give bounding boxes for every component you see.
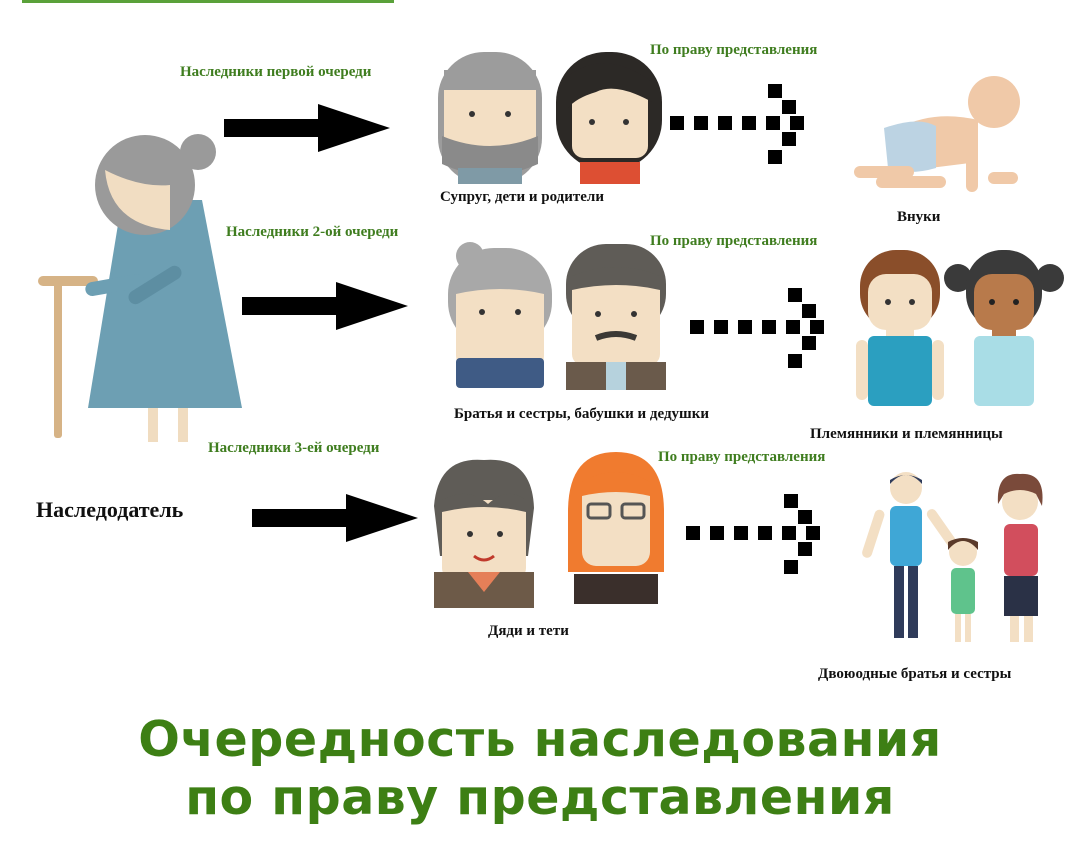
- row2-arrow-icon: [242, 282, 408, 330]
- row1-arrow-icon: [224, 104, 390, 152]
- row1-representation-label: По праву представления: [650, 42, 818, 58]
- row2-successors-label: Племянники и племянницы: [810, 426, 1003, 442]
- page-title-line2: по праву представления: [185, 769, 895, 826]
- nephew-icon: [856, 250, 944, 406]
- niece-icon: [944, 250, 1064, 406]
- row3-successors-label: Двоюодные братья и сестры: [818, 666, 1012, 682]
- mother-head-icon: [556, 52, 662, 184]
- crawling-baby-icon: [854, 76, 1020, 192]
- page-title-line1: Очередность наследования: [138, 711, 942, 768]
- testator-illustration: [38, 134, 242, 442]
- row1-successors-label: Внуки: [897, 209, 941, 225]
- row1-dotted-arrow-icon: [670, 84, 804, 164]
- uncle-head-icon: [434, 459, 534, 608]
- row2-representation-label: По праву представления: [650, 233, 818, 249]
- row3-dotted-arrow-icon: [686, 494, 820, 574]
- brother-head-icon: [566, 244, 666, 390]
- grandfather-head-icon: [438, 52, 542, 184]
- grandmother-head-icon: [448, 242, 552, 388]
- row1-heirs-label: Супруг, дети и родители: [440, 189, 604, 205]
- row3-arrow-icon: [252, 494, 418, 542]
- row3-queue-label: Наследники 3-ей очереди: [208, 440, 380, 456]
- row3-heirs-label: Дяди и тети: [488, 623, 569, 639]
- cousins-family-icon: [862, 472, 1043, 642]
- row2-heirs-label: Братья и сестры, бабушки и дедушки: [454, 406, 709, 422]
- testator-label: Наследодатель: [36, 497, 184, 522]
- row2-dotted-arrow-icon: [690, 288, 824, 368]
- row1-queue-label: Наследники первой очереди: [180, 64, 372, 80]
- top-accent-bar: [22, 0, 394, 3]
- row2-queue-label: Наследники 2-ой очереди: [226, 224, 399, 240]
- aunt-head-icon: [568, 452, 664, 604]
- row3-representation-label: По праву представления: [658, 449, 826, 465]
